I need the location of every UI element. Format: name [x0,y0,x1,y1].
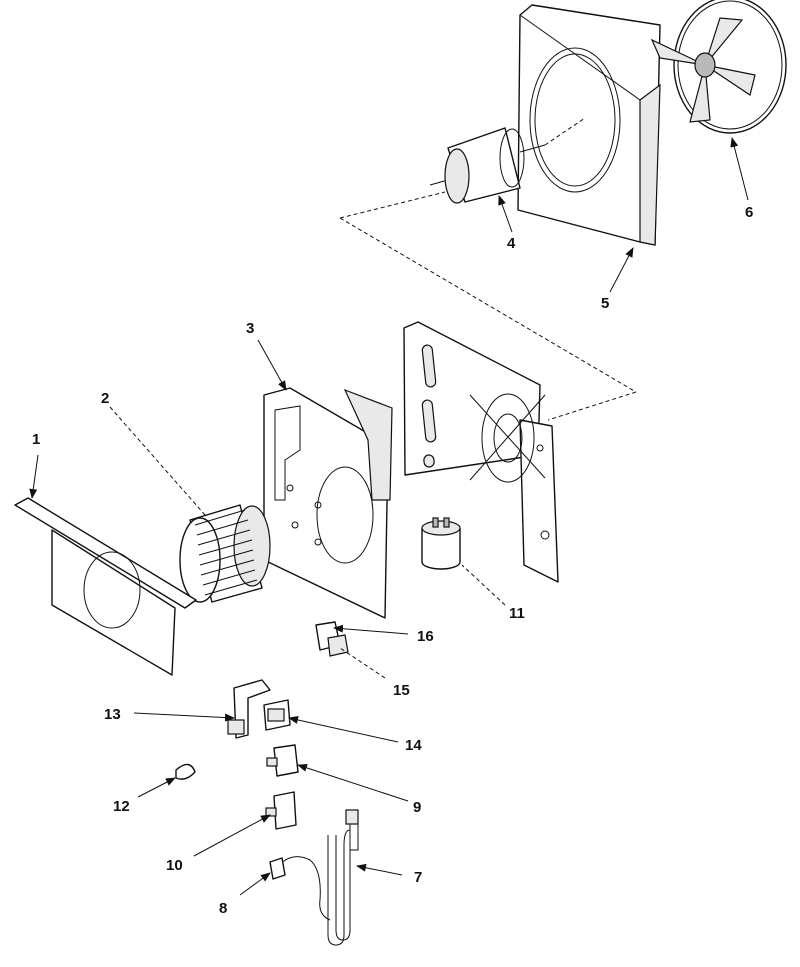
part-5-shroud [517,4,661,246]
callout-14: 14 [405,737,422,754]
part-13-bracket [227,679,271,739]
part-4-fan-motor [429,127,546,204]
callout-10: 10 [166,857,183,874]
callout-3: 3 [246,320,254,337]
callout-labels: 1 2 3 4 5 6 7 8 9 10 11 12 13 14 15 16 [32,204,753,917]
callout-4: 4 [507,235,516,252]
part-1-panel [14,497,197,676]
part-6-fan-blade [650,0,787,134]
part-14-switch [263,699,291,731]
part-10-relay [265,791,297,830]
mount-bracket [403,321,559,583]
callout-5: 5 [601,295,609,312]
callout-12: 12 [113,798,130,815]
part-2-blower-wheel [179,504,271,603]
part-7-heater [274,809,359,946]
callout-2: 2 [101,390,109,407]
leader-lines [29,137,749,896]
part-8-limit [269,857,286,880]
callout-11: 11 [509,605,525,622]
part-16-clip [315,621,349,657]
callout-6: 6 [745,204,753,221]
part-3-scroll-housing [263,387,393,619]
callout-15: 15 [393,682,410,699]
callout-16: 16 [417,628,434,645]
callout-8: 8 [219,900,227,917]
part-9-relay [266,744,299,777]
part-12-clip [175,763,196,780]
callout-13: 13 [104,706,121,723]
callout-1: 1 [32,431,40,448]
callout-7: 7 [414,869,422,886]
part-11-capacitor [421,517,461,570]
assembly-lines-top [339,117,637,421]
callout-9: 9 [413,799,421,816]
